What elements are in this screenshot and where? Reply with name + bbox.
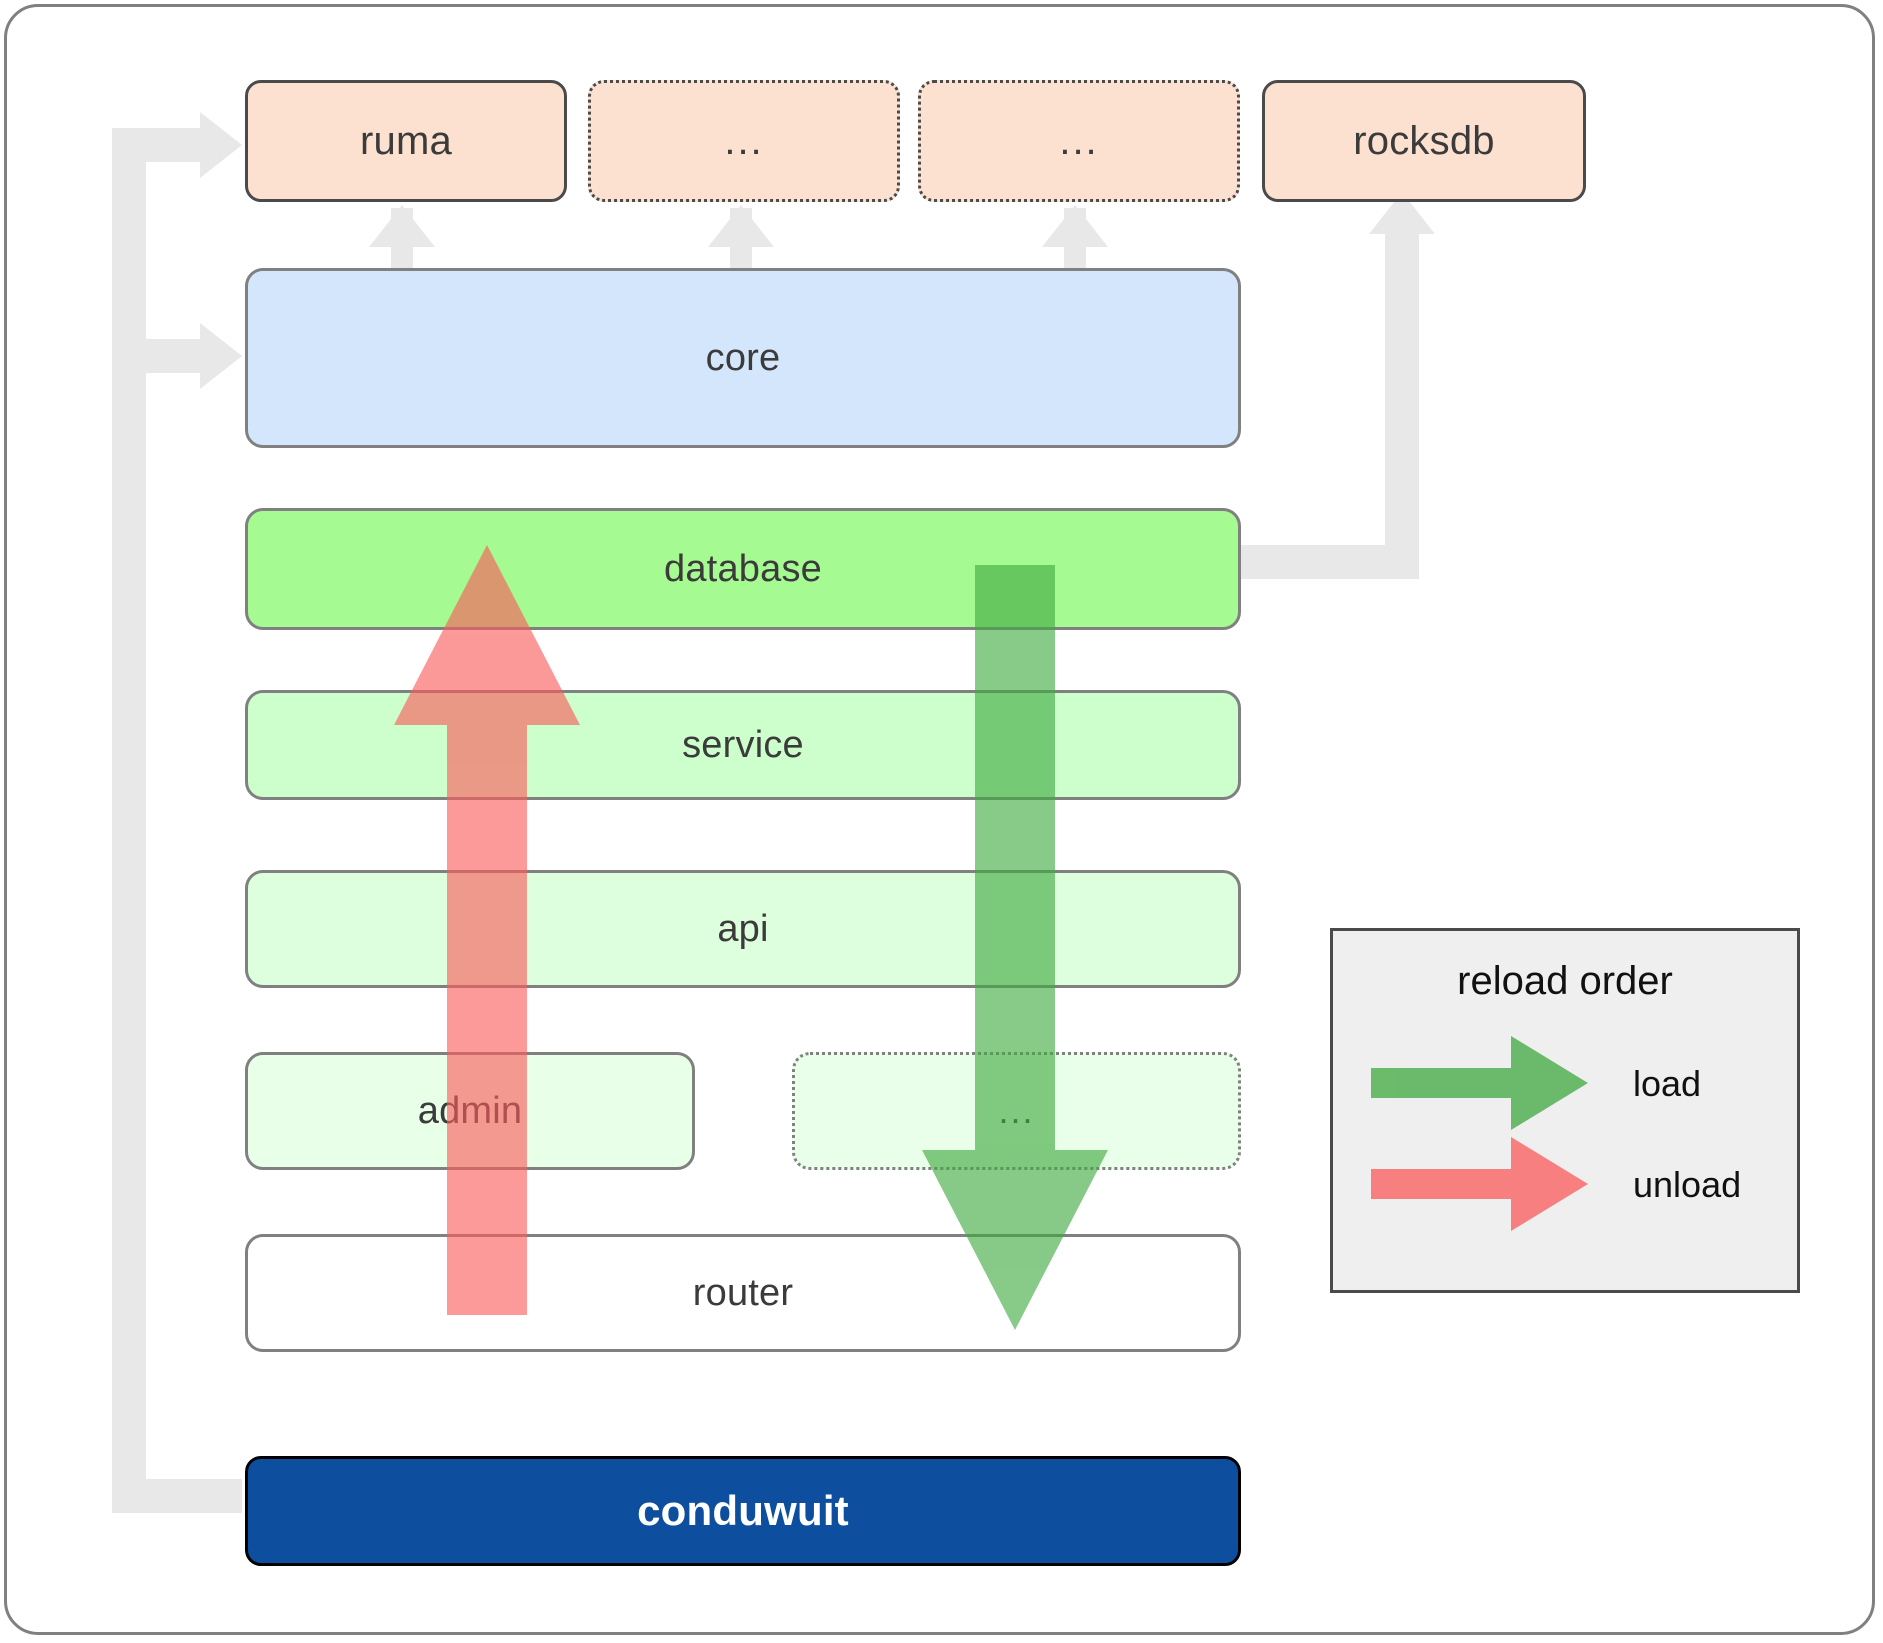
layer-router-label: router [692, 1271, 794, 1314]
layer-core[interactable]: core [245, 268, 1241, 448]
connector-db-to-rocksdb-vertical [1385, 232, 1419, 562]
layer-ellipsis[interactable]: ... [792, 1052, 1241, 1170]
layer-service[interactable]: service [245, 690, 1241, 800]
layer-ellipsis-label: ... [998, 1090, 1035, 1131]
connector-core-to-ellipsis2-arrowhead [1042, 205, 1108, 247]
diagram-frame [4, 4, 1875, 1635]
connector-to-ruma-stem [112, 128, 210, 162]
connector-bottom-to-app [112, 1479, 242, 1513]
connector-left-trunk [112, 128, 146, 1513]
layer-api-label: api [717, 907, 769, 950]
legend-panel: reload order load unload [1330, 928, 1800, 1293]
connector-to-ruma-arrowhead [200, 112, 242, 178]
connector-to-core-arrowhead [200, 323, 242, 389]
legend-arrows [1371, 1036, 1588, 1231]
dependency-rocksdb-label: rocksdb [1353, 118, 1495, 163]
dependency-ruma[interactable]: ruma [245, 80, 567, 202]
legend-load-label: load [1633, 1063, 1702, 1104]
connector-core-to-ellipsis1-arrowhead [708, 205, 774, 247]
layer-service-label: service [682, 723, 804, 766]
connector-core-to-ruma-arrowhead [369, 205, 435, 247]
dependency-ruma-label: ruma [360, 118, 452, 163]
dependency-rocksdb[interactable]: rocksdb [1262, 80, 1586, 202]
layer-database-label: database [664, 547, 822, 590]
application-conduwuit-label: conduwuit [637, 1487, 849, 1534]
layer-admin[interactable]: admin [245, 1052, 695, 1170]
layer-api[interactable]: api [245, 870, 1241, 988]
legend-title: reload order [1457, 959, 1673, 1003]
legend-unload-label: unload [1633, 1164, 1742, 1205]
connector-to-core-stem [112, 339, 210, 373]
legend-load-arrow [1371, 1036, 1588, 1130]
layer-database[interactable]: database [245, 508, 1241, 630]
layer-router[interactable]: router [245, 1234, 1241, 1352]
application-conduwuit[interactable]: conduwuit [245, 1456, 1241, 1566]
dependency-ellipsis-1-label: ... [724, 118, 764, 163]
dependency-ellipsis-2-label: ... [1059, 118, 1099, 163]
dependency-ellipsis-2[interactable]: ... [918, 80, 1240, 202]
layer-admin-label: admin [417, 1089, 523, 1132]
layer-core-label: core [705, 336, 781, 379]
dependency-ellipsis-1[interactable]: ... [588, 80, 900, 202]
legend-unload-arrow [1371, 1137, 1588, 1231]
